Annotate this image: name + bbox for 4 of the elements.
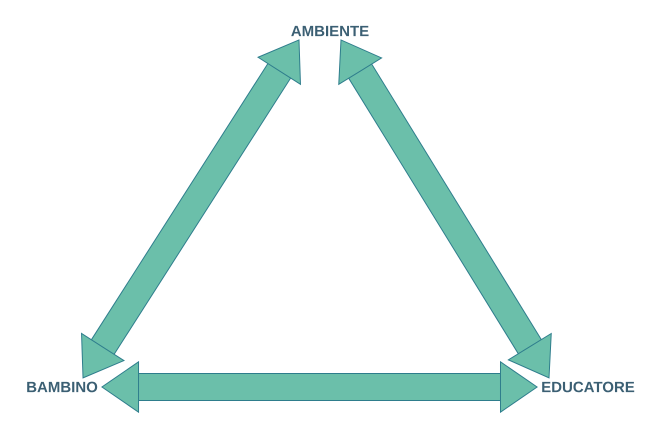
node-label: EDUCATORE <box>542 382 634 392</box>
node-label: AMBIENTE <box>291 26 369 36</box>
double-arrow <box>101 360 538 414</box>
node-label: BAMBINO <box>27 382 98 392</box>
